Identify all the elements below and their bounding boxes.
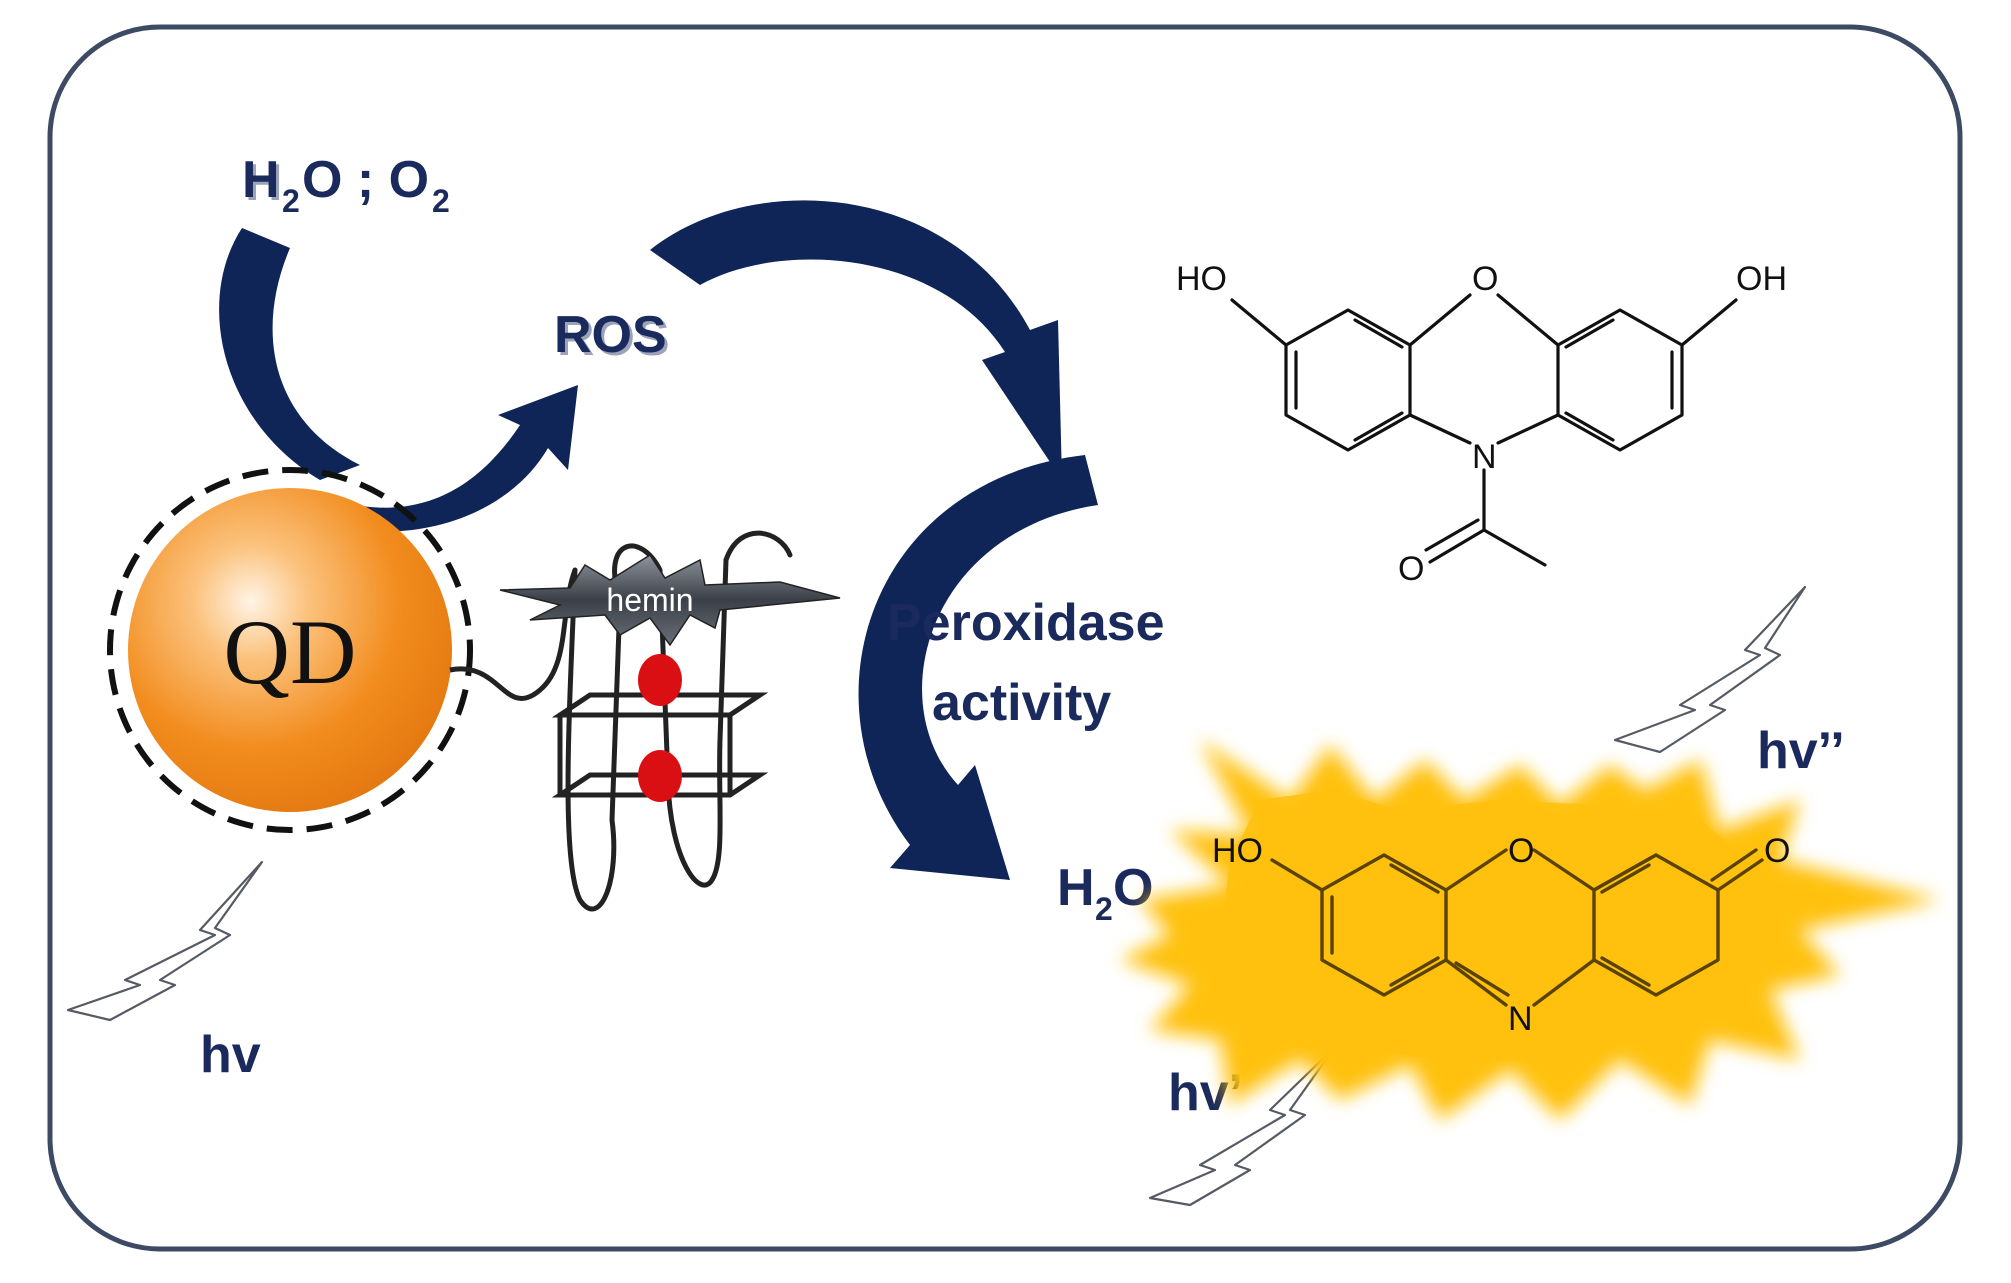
water-sub: 2 [1095, 891, 1113, 927]
hv-double-prime-label: hv’’ [1757, 722, 1845, 780]
resorufin-glow-core [1220, 790, 1760, 1060]
resorufin-structure: HO O O N [1212, 832, 1790, 1038]
lightning-bolt-icon [1148, 1045, 1337, 1207]
amplex-o-acetyl: O [1398, 550, 1424, 588]
resorufin-o-keto: O [1764, 832, 1790, 870]
guanine-bead-top [638, 654, 682, 706]
hv-label: hv [200, 1026, 261, 1084]
svg-text:ROS: ROS [557, 309, 670, 367]
qd-shell [107, 467, 473, 833]
lightning-bolt-icon [1613, 585, 1807, 754]
hemin-label: hemin [606, 582, 693, 618]
svg-text:H: H [245, 154, 283, 212]
hemin-star [499, 553, 841, 647]
resorufin-oh-left: HO [1212, 832, 1263, 870]
ros-label: ROS [554, 306, 667, 364]
qd-core [128, 488, 452, 812]
reactants-o2-sub: 2 [432, 183, 450, 219]
reactants-h2o-sub: 2 [282, 183, 300, 219]
reactants-o-sep: O ; O [302, 151, 429, 209]
amplex-n: N [1472, 438, 1497, 476]
resorufin-o-bridge: O [1508, 832, 1534, 870]
qd-label: QD [224, 601, 357, 703]
lightning-bolt-icon [66, 860, 264, 1022]
diagram-frame [47, 24, 1963, 1252]
reactants-label: H H 2 O ; O 2 [242, 151, 450, 219]
amplex-red-structure: HO O OH N O [1176, 260, 1787, 588]
ros-to-peroxidase-arrow [650, 200, 1062, 480]
reactant-arrow [219, 228, 360, 480]
reactants-h: H [242, 151, 280, 209]
water-label: H 2 O [1057, 859, 1153, 927]
amplex-o-bridge: O [1472, 260, 1498, 298]
peroxidase-label-line2: activity [932, 674, 1111, 732]
peroxidase-label-line1: Peroxidase [887, 594, 1165, 652]
ros-arrow [355, 385, 578, 532]
guanine-bead-bottom [638, 750, 682, 802]
amplex-oh-left: HO [1176, 260, 1227, 298]
amplex-oh-right: OH [1736, 260, 1787, 298]
resorufin-n: N [1508, 1000, 1533, 1038]
water-h: H [1057, 859, 1095, 917]
peroxidase-to-water-arrow [858, 455, 1098, 880]
